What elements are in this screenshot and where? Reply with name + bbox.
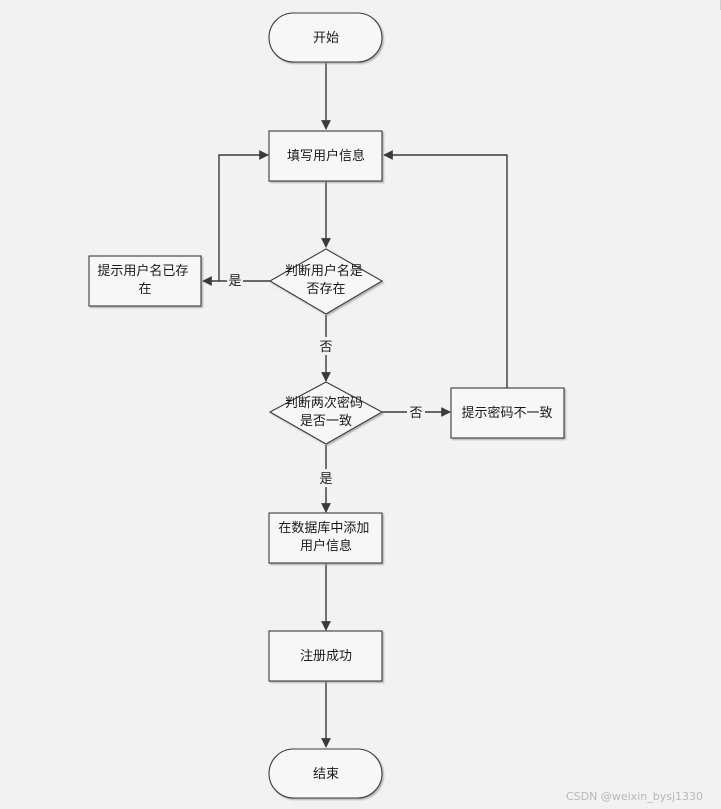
check-password-decision: 判断两次密码 是否一致	[268, 381, 384, 445]
watermark: CSDN @weixin_bysj1330	[566, 790, 703, 803]
success-node-label: 注册成功	[300, 649, 352, 664]
check-password-decision-label: 判断两次密码 是否一致	[285, 395, 367, 429]
end-node: 结束	[268, 748, 383, 799]
add-to-db-node: 在数据库中添加 用户信息	[268, 512, 383, 564]
password-mismatch-node-label: 提示密码不一致	[461, 405, 552, 421]
edge-label-password-yes: 是	[319, 472, 332, 487]
username-exists-node: 提示用户名已存 在	[88, 255, 202, 307]
edge-password-mismatch-loop	[383, 150, 508, 388]
edge-label-username-yes: 是	[228, 274, 241, 289]
start-node-label: 开始	[313, 31, 339, 46]
add-to-db-node-label: 在数据库中添加 用户信息	[278, 520, 373, 554]
start-node: 开始	[268, 12, 383, 63]
fill-info-node: 填写用户信息	[268, 130, 383, 182]
edge-label-password-no: 否	[409, 406, 422, 421]
end-node-label: 结束	[313, 767, 339, 782]
edge-username-exists-loop	[218, 150, 269, 281]
check-username-decision-label: 判断用户名是 否存在	[285, 263, 367, 297]
nodes: 开始 填写用户信息 判断用户名是 否存在 提示用户名已存 在	[88, 12, 565, 799]
username-exists-node-label: 提示用户名已存 在	[97, 263, 192, 297]
edge-labels: 是 否 否 是	[227, 272, 425, 487]
success-node: 注册成功	[268, 630, 383, 682]
password-mismatch-node: 提示密码不一致	[450, 387, 565, 439]
edge-label-username-no: 否	[319, 340, 332, 355]
check-username-decision: 判断用户名是 否存在	[268, 248, 384, 315]
fill-info-node-label: 填写用户信息	[287, 148, 365, 164]
